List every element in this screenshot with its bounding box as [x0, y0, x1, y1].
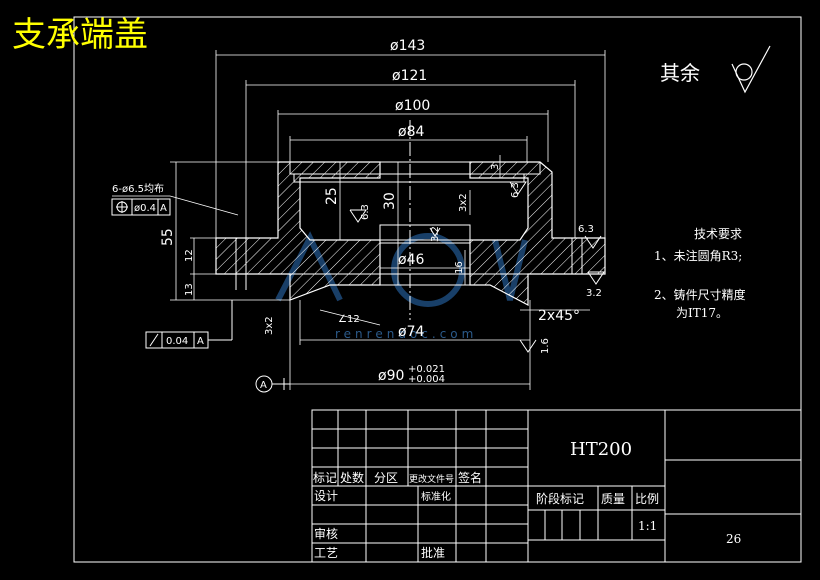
position-tolerance-datum: A [160, 203, 167, 214]
dim-d121: ø121 [392, 68, 427, 84]
holes-note: 6-ø6.5均布 [112, 183, 164, 195]
roughness-6-3-c: 6.3 [578, 224, 594, 235]
dim-h3x2b: 3x2 [264, 316, 275, 335]
dim-d143: ø143 [390, 38, 425, 54]
watermark-text: renrendoc.com [335, 327, 477, 341]
dim-h3: 3 [490, 164, 501, 170]
tb-bili: 比例 [635, 492, 659, 506]
dim-h3x2a: 3x2 [458, 193, 469, 212]
tb-qianming: 签名 [458, 470, 482, 485]
datum-symbol [255, 375, 290, 393]
dim-chamfer: 2x45° [538, 308, 580, 324]
dim-d100: ø100 [395, 98, 430, 114]
tb-chushu: 处数 [340, 470, 364, 485]
dim-angle12: ∠12 [338, 314, 360, 325]
dim-h13: 13 [184, 283, 195, 296]
surface-finish-icon [731, 45, 771, 94]
tb-sheet: 26 [726, 532, 741, 546]
tb-fenqu: 分区 [374, 471, 398, 485]
position-tolerance-frame [111, 198, 171, 216]
dim-h12: 12 [184, 249, 195, 262]
tb-sheji: 设计 [314, 489, 338, 503]
title-block [311, 409, 802, 563]
tb-biaozhunhua: 标准化 [421, 490, 451, 503]
dim-h25: 25 [324, 187, 340, 205]
tb-zhiliang: 质量 [601, 492, 625, 506]
dim-h55: 55 [160, 228, 176, 246]
tech-req-heading: 技术要求 [694, 227, 742, 241]
tb-gengai: 更改文件号 [409, 473, 454, 485]
roughness-symbol-icon [349, 181, 605, 353]
dimension-lines [170, 50, 606, 390]
tb-pizhun: 批准 [421, 545, 445, 560]
perpendicularity-frame [145, 300, 233, 349]
perpendicularity-value: 0.04 [166, 336, 188, 347]
dim-d90-tol-lower: +0.004 [408, 374, 445, 385]
dim-h16: 16 [454, 261, 465, 274]
dim-d90-tol-upper: +0.021 [408, 364, 445, 375]
tb-scale: 1:1 [638, 519, 657, 533]
dim-d84: ø84 [398, 124, 424, 140]
dim-d46: ø46 [398, 252, 424, 268]
tech-req-item-1: 1、未注圆角R3; [654, 248, 742, 263]
datum-label: A [260, 380, 267, 391]
roughness-1-6: 1.6 [540, 338, 551, 354]
roughness-6-3-b: 6.3 [510, 182, 521, 198]
dim-d74: ø74 [398, 324, 424, 340]
tb-shenhe: 审核 [314, 526, 338, 541]
tb-biaoji: 标记 [313, 471, 337, 485]
dim-d90: ø90 [378, 368, 404, 384]
drawing-title: 支承端盖 [12, 15, 148, 55]
tb-material: HT200 [570, 439, 632, 460]
position-tolerance-value: ø0.4 [134, 203, 156, 214]
tb-gongyi: 工艺 [314, 546, 338, 560]
tech-req-item-2: 2、铸件尺寸精度 [654, 287, 746, 302]
roughness-3-2-b: 3.2 [586, 288, 602, 299]
roughness-6-3-a: 6.3 [360, 204, 371, 220]
dim-h30: 30 [382, 192, 398, 210]
perpendicularity-datum: A [197, 336, 204, 347]
tb-jieduan: 阶段标记 [536, 491, 584, 506]
tech-req-item-2b: 为IT17。 [676, 306, 728, 320]
roughness-3-2-a: 3.2 [430, 226, 441, 242]
surface-finish-note: 其余 [660, 61, 700, 85]
part-section [215, 120, 606, 320]
